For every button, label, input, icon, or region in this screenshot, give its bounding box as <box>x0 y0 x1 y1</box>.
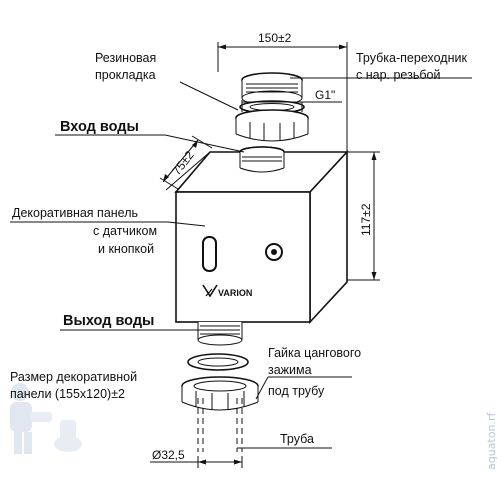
dimension-depth: 75±2 <box>159 135 213 193</box>
panel-size-line2: панели (155х120)±2 <box>10 387 125 401</box>
callout-panel-size: Размер декоративной панели (155х120)±2 <box>10 370 137 401</box>
dimension-height: 117±2 <box>310 151 380 281</box>
outlet-nipple <box>197 322 243 346</box>
tube-label: Труба <box>280 432 314 446</box>
decor-panel-line3: и кнопкой <box>98 242 154 256</box>
callout-decor-panel: Декоративная панель с датчиком и кнопкой <box>12 206 157 256</box>
thread-label: G1" <box>315 88 335 102</box>
logo-text: VARION <box>218 288 252 298</box>
adapter-tube-line1: Трубка-переходник <box>356 51 467 65</box>
callout-adapter-tube: Трубка-переходник с нар. резьбой <box>356 51 467 82</box>
collet-nut-line2: зажима <box>268 363 312 377</box>
watermark-mascot <box>10 383 82 454</box>
leader-lines <box>10 77 472 449</box>
collet-nut-line1: Гайка цангового <box>268 346 361 360</box>
water-out-label: Выход воды <box>63 313 154 329</box>
flush-button <box>271 249 277 255</box>
valve-box <box>174 146 349 325</box>
varion-logo: VARION <box>202 284 252 298</box>
panel-size-line1: Размер декоративной <box>10 370 137 384</box>
watermark-text: aquaton.rf <box>485 412 498 470</box>
adapter-tube <box>241 72 303 106</box>
callout-collet-nut: Гайка цангового зажима под трубу <box>268 346 361 398</box>
dimension-width: 150±2 <box>217 31 348 152</box>
water-in-label: Вход воды <box>60 119 139 135</box>
rubber-gasket-line2: прокладка <box>95 68 156 82</box>
callout-rubber-gasket: Резиновая прокладка <box>95 51 156 82</box>
thread-dimension: G1" <box>241 88 342 112</box>
top-nut <box>235 109 309 142</box>
dimension-width-label: 150±2 <box>258 31 292 45</box>
adapter-tube-line2: с нар. резьбой <box>356 68 440 82</box>
decor-panel-line2: с датчиком <box>93 224 157 238</box>
diameter-label: Ø32,5 <box>152 448 185 462</box>
dimension-height-label: 117±2 <box>359 203 373 236</box>
sensor-window <box>202 236 217 272</box>
rubber-gasket-line1: Резиновая <box>95 51 156 65</box>
decor-panel-line1: Декоративная панель <box>12 206 138 220</box>
collet-nut-line3: под трубу <box>268 384 325 398</box>
collet-ring <box>187 353 249 371</box>
collet-nut <box>181 376 259 411</box>
diameter-dimension: Ø32,5 <box>150 448 242 465</box>
